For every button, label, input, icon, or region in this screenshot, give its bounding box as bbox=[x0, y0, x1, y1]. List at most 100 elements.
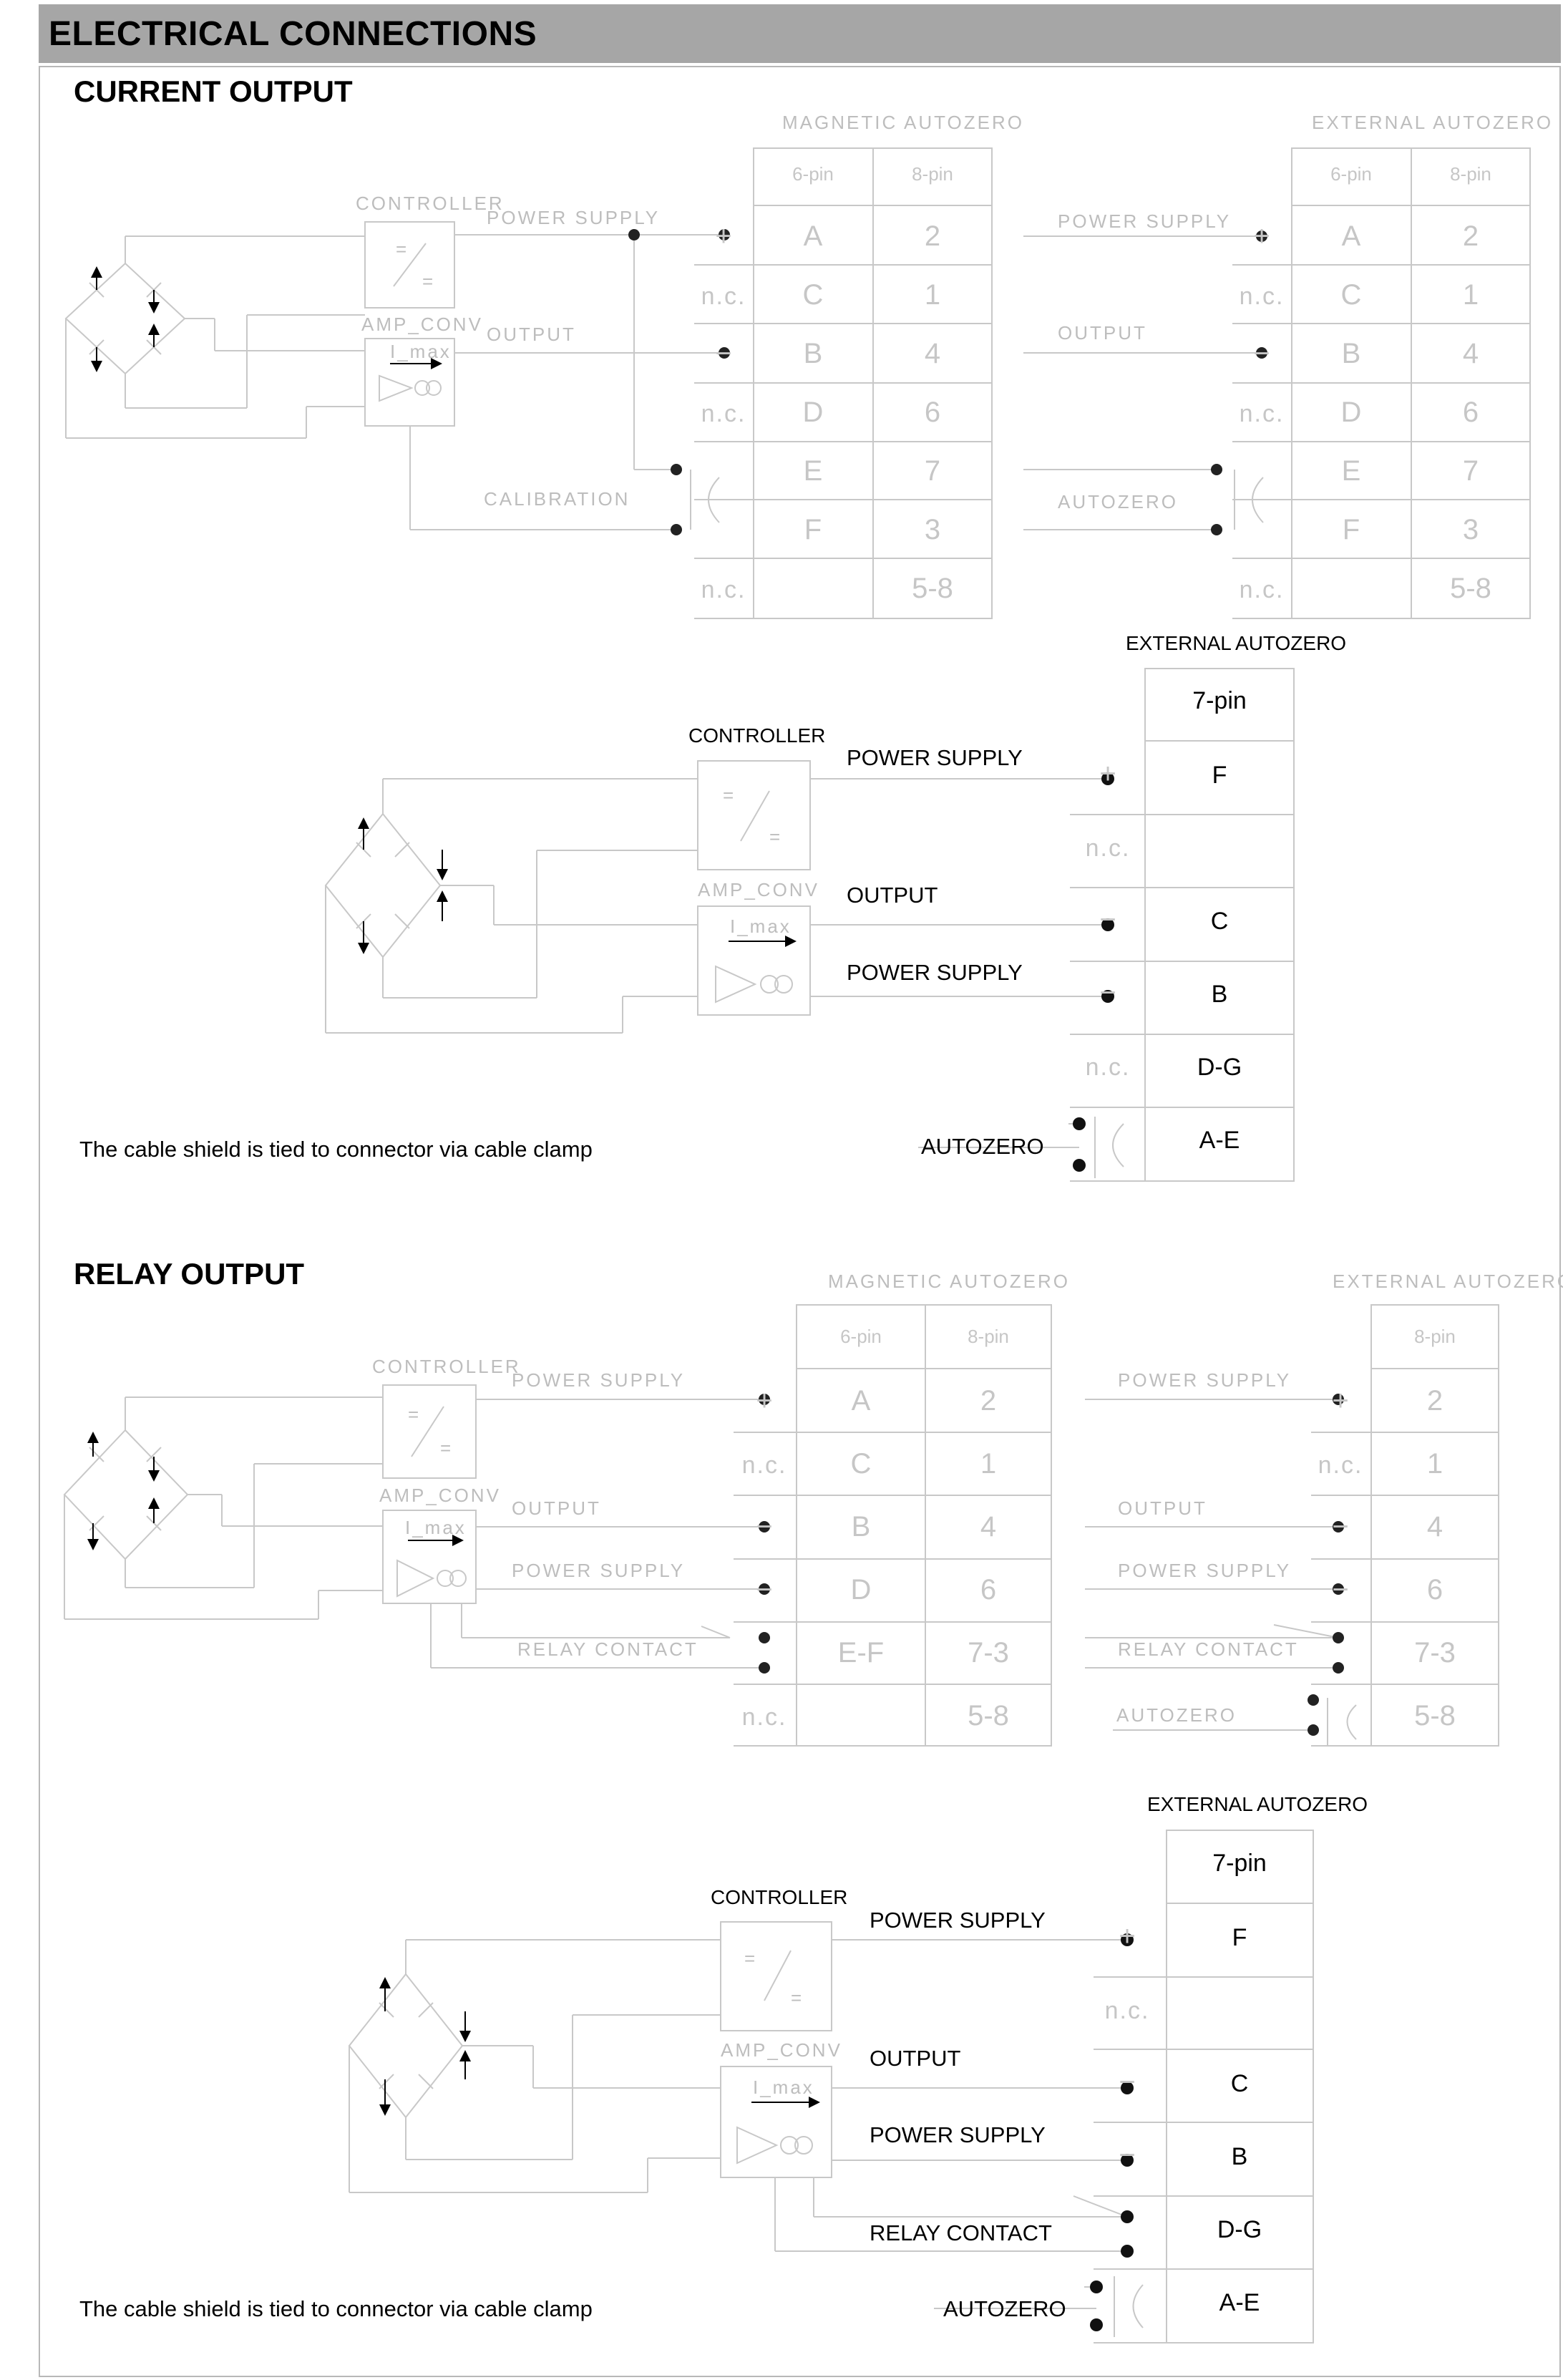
label-controller-relay-dark: CONTROLLER bbox=[711, 1886, 847, 1908]
label-autozero-ext: AUTOZERO bbox=[1058, 491, 1178, 513]
ctrl-symbol-c-relay: = bbox=[440, 1437, 453, 1459]
label-external-autozero-light: EXTERNAL AUTOZERO bbox=[1312, 112, 1553, 133]
label-power-supply: POWER SUPPLY bbox=[487, 207, 660, 228]
ctrl-symbol-c: = bbox=[422, 271, 435, 292]
table-cell: C bbox=[803, 279, 824, 311]
label-output-ext: OUTPUT bbox=[1058, 322, 1147, 344]
current-light-dots bbox=[628, 229, 1267, 535]
label-autozero-ext-relay: AUTOZERO bbox=[1116, 1704, 1237, 1726]
label-autozero-dark: AUTOZERO bbox=[921, 1134, 1044, 1159]
table-cell: D-G bbox=[1197, 1054, 1242, 1081]
table-cell: 5-8 bbox=[1414, 1700, 1456, 1731]
table-header-cell: 6-pin bbox=[792, 163, 834, 185]
table-side-cell: − bbox=[1253, 338, 1270, 369]
table-cell: C bbox=[1211, 908, 1229, 935]
label-imax-dark: I_max bbox=[730, 915, 792, 937]
ctrl-symbol-a: = bbox=[396, 238, 409, 260]
current-light-arrows bbox=[91, 266, 442, 372]
table-cell: 1 bbox=[1463, 279, 1479, 311]
table-cell: A bbox=[1342, 220, 1361, 252]
table-cell: 4 bbox=[1463, 338, 1479, 369]
table-cell: 4 bbox=[1427, 1511, 1443, 1543]
label-amp-conv: AMP_CONV bbox=[361, 314, 483, 335]
label-external-autozero: EXTERNAL AUTOZERO bbox=[1126, 632, 1346, 654]
label-controller: CONTROLLER bbox=[356, 193, 505, 214]
label-output-dark: OUTPUT bbox=[847, 883, 938, 908]
table-header-cell: 6-pin bbox=[1330, 163, 1372, 185]
table-cell: D-G bbox=[1217, 2216, 1262, 2243]
section-title-relay: RELAY OUTPUT bbox=[74, 1257, 305, 1291]
table-cell: B bbox=[804, 338, 823, 369]
table-side-cell: + bbox=[1253, 220, 1270, 252]
table-cell: 7 bbox=[925, 455, 940, 487]
table-cell: B bbox=[1212, 981, 1228, 1008]
label-external-autozero-relay: EXTERNAL AUTOZERO bbox=[1147, 1793, 1368, 1815]
table-side-cell: − bbox=[715, 338, 731, 369]
label-power-supply-relay-dark: POWER SUPPLY bbox=[870, 1908, 1046, 1933]
table-cell: 6 bbox=[1463, 397, 1479, 428]
table-side-cell: n.c. bbox=[1318, 1452, 1363, 1479]
label-imax-relay: I_max bbox=[405, 1517, 467, 1538]
table-side-cell: − bbox=[756, 1511, 772, 1543]
table-cell: 2 bbox=[1463, 220, 1479, 252]
table-cell: E bbox=[1342, 455, 1361, 487]
table-cell: C bbox=[851, 1448, 872, 1480]
table-side-cell: n.c. bbox=[701, 400, 746, 427]
ctrl-symbol-a-dark: = bbox=[723, 785, 736, 806]
table-side-cell: + bbox=[756, 1385, 772, 1417]
table-cell: D bbox=[851, 1574, 872, 1606]
ctrl-symbol-c-relay-dark: = bbox=[791, 1987, 804, 2009]
table-cell: 3 bbox=[925, 514, 940, 545]
table-cell: 1 bbox=[925, 279, 940, 311]
table-cell: F bbox=[1212, 762, 1227, 789]
table-cell: B bbox=[852, 1511, 871, 1543]
table-cell: A-E bbox=[1199, 1127, 1240, 1154]
table-header-cell: 8-pin bbox=[912, 163, 953, 185]
table-side-cell: n.c. bbox=[1240, 400, 1285, 427]
shield-note-current: The cable shield is tied to connector vi… bbox=[79, 1137, 593, 1162]
ctrl-symbol-a-relay-dark: = bbox=[744, 1948, 757, 1969]
table-cell: E bbox=[804, 455, 823, 487]
table-cell: 1 bbox=[1427, 1448, 1443, 1480]
table-side-cell: n.c. bbox=[742, 1704, 787, 1731]
table-side-cell: n.c. bbox=[701, 576, 746, 603]
table-side-cell: n.c. bbox=[1105, 1997, 1150, 2024]
table-header-cell: 8-pin bbox=[1450, 163, 1491, 185]
table-cell: C bbox=[1341, 279, 1362, 311]
label-power-supply-ext-relay: POWER SUPPLY bbox=[1118, 1369, 1291, 1391]
label-output: OUTPUT bbox=[487, 324, 576, 345]
ctrl-symbol-c-dark: = bbox=[769, 826, 782, 847]
table-side-cell: n.c. bbox=[742, 1452, 787, 1479]
label-relay-contact-dark: RELAY CONTACT bbox=[870, 2220, 1052, 2245]
table-cell: 1 bbox=[980, 1448, 996, 1480]
label-power-supply-ext: POWER SUPPLY bbox=[1058, 210, 1231, 232]
label-power-supply-dark: POWER SUPPLY bbox=[847, 745, 1023, 770]
ctrl-symbol-a-relay: = bbox=[408, 1404, 421, 1425]
table-cell: 2 bbox=[980, 1385, 996, 1417]
label-calibration: CALIBRATION bbox=[484, 488, 630, 510]
relay-light-arrows bbox=[87, 1432, 464, 1550]
table-cell: F bbox=[804, 514, 822, 545]
table-side-cell: − bbox=[756, 1574, 772, 1606]
section-title-current: CURRENT OUTPUT bbox=[74, 74, 353, 108]
header-bar: ELECTRICAL CONNECTIONS bbox=[39, 4, 1561, 63]
label-output-relay-dark: OUTPUT bbox=[870, 2046, 961, 2071]
label-magnetic-autozero: MAGNETIC AUTOZERO bbox=[782, 112, 1024, 133]
table-side-cell: + bbox=[1332, 1385, 1348, 1417]
table-cell: 7-3 bbox=[968, 1637, 1009, 1669]
table-cell: A bbox=[804, 220, 823, 252]
table-side-cell: − bbox=[1119, 2066, 1135, 2098]
relay-light-diagram bbox=[63, 1304, 1499, 1747]
label-power-supply-2-dark: POWER SUPPLY bbox=[847, 960, 1023, 985]
label-controller-relay: CONTROLLER bbox=[372, 1356, 521, 1377]
table-side-cell: n.c. bbox=[1240, 576, 1285, 603]
relay-dark-dots bbox=[1090, 1933, 1134, 2331]
current-dark-arrows bbox=[358, 817, 797, 954]
table-side-cell: − bbox=[1332, 1511, 1348, 1543]
table-cell: 7 bbox=[1463, 455, 1479, 487]
table-relay-external: 8-pin+2n.c.1−4−67-35-8 bbox=[1318, 1326, 1456, 1731]
table-cell: 5-8 bbox=[968, 1700, 1009, 1731]
table-cell: 6 bbox=[925, 397, 940, 428]
